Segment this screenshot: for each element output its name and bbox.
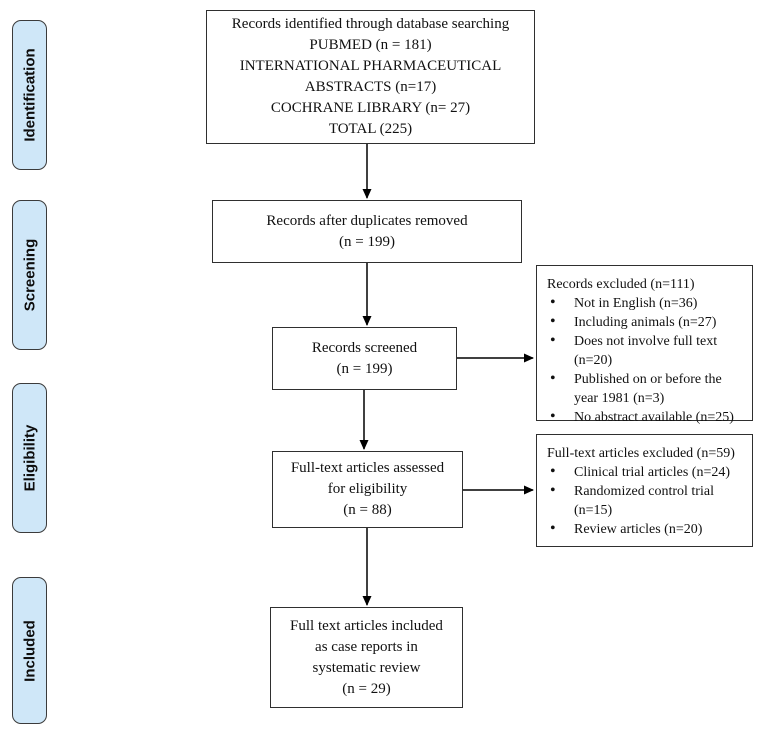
box-records-identified: Records identified through database sear… — [206, 10, 535, 144]
box-records-screened: Records screened (n = 199) — [272, 327, 457, 390]
stage-eligibility-label: Eligibility — [21, 424, 38, 492]
box-line: (n = 199) — [336, 360, 393, 377]
box-line: COCHRANE LIBRARY (n= 27) — [270, 100, 471, 116]
stage-identification: Identification — [12, 20, 47, 170]
box-line: (n = 88) — [343, 502, 392, 518]
exclusion-item: Including animals (n=27) — [547, 312, 746, 332]
box-line: TOTAL (225) — [328, 121, 413, 137]
exclusion-item: Review articles (n=20) — [547, 519, 746, 539]
box-line: (n = 199) — [339, 233, 395, 250]
stage-included-label: Included — [21, 619, 38, 682]
stage-screening: Screening — [12, 200, 47, 350]
box-line: Full-text articles assessed — [290, 460, 445, 476]
box-line: PUBMED (n = 181) — [309, 37, 432, 53]
stage-eligibility: Eligibility — [12, 383, 47, 533]
box-line: Records screened — [311, 339, 418, 356]
exclusion-item: Does not involve full text (n=20) — [547, 331, 746, 370]
box-line: for eligibility — [327, 481, 408, 497]
box-line: ABSTRACTS (n=17) — [304, 79, 437, 95]
exclusion-item: Randomized control trial (n=15) — [547, 481, 746, 520]
exclusion-title: Records excluded (n=111) — [547, 277, 695, 292]
stage-included: Included — [12, 577, 47, 724]
box-fulltext-assessed: Full-text articles assessed for eligibil… — [272, 451, 463, 528]
exclusion-item: No abstract available (n=25) — [547, 407, 746, 427]
stage-screening-label: Screening — [21, 238, 38, 312]
box-line: Records after duplicates removed — [266, 212, 468, 229]
exclusion-item: Published on or before the year 1981 (n=… — [547, 369, 746, 408]
box-line: Full text articles included — [290, 617, 443, 634]
box-line: INTERNATIONAL PHARMACEUTICAL — [239, 58, 502, 74]
stage-identification-label: Identification — [21, 48, 38, 142]
exclusion-list: Clinical trial articles (n=24) Randomize… — [547, 462, 746, 539]
box-records-excluded: Records excluded (n=111) Not in English … — [536, 265, 753, 426]
box-line: systematic review — [312, 659, 421, 676]
exclusion-item: Not in English (n=36) — [547, 293, 746, 313]
box-fulltext-excluded: Full-text articles excluded (n=59) Clini… — [536, 434, 753, 547]
exclusion-item: Clinical trial articles (n=24) — [547, 462, 746, 482]
box-line: Records identified through database sear… — [231, 16, 510, 32]
box-line: as case reports in — [315, 638, 418, 655]
box-duplicates-removed: Records after duplicates removed (n = 19… — [212, 200, 522, 263]
box-included-final: Full text articles included as case repo… — [270, 607, 463, 708]
exclusion-list: Not in English (n=36) Including animals … — [547, 293, 746, 427]
exclusion-title: Full-text articles excluded (n=59) — [547, 446, 735, 461]
box-line: (n = 29) — [342, 680, 391, 697]
